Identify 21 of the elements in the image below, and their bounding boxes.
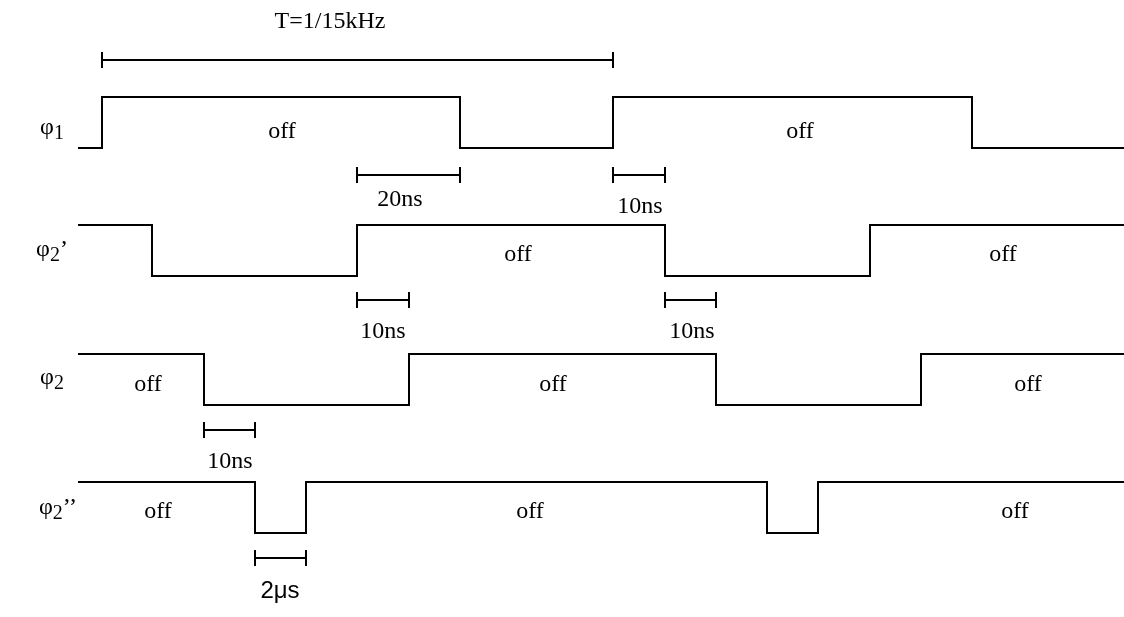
period-label: T=1/15kHz	[274, 8, 386, 32]
time-label: 10ns	[617, 193, 663, 217]
state-label: off	[989, 241, 1017, 265]
state-label: off	[516, 498, 544, 522]
time-label: 10ns	[669, 318, 715, 342]
state-label: off	[539, 371, 567, 395]
state-label: off	[144, 498, 172, 522]
state-label: off	[1001, 498, 1029, 522]
state-label: off	[786, 118, 814, 142]
state-label: off	[268, 118, 296, 142]
time-label: 2μs	[260, 578, 300, 602]
time-label: 10ns	[207, 448, 253, 472]
time-label: 10ns	[360, 318, 406, 342]
signal-name: φ$_{1}$	[40, 113, 64, 143]
state-label: off	[504, 241, 532, 265]
signal-name: φ$_{2}$	[40, 363, 64, 393]
state-label: off	[134, 371, 162, 395]
signal-name: φ$_{2}$’’	[38, 493, 78, 523]
signal-name: φ$_{2}$’	[36, 235, 68, 265]
state-label: off	[1014, 371, 1042, 395]
time-label: 20ns	[377, 186, 423, 210]
